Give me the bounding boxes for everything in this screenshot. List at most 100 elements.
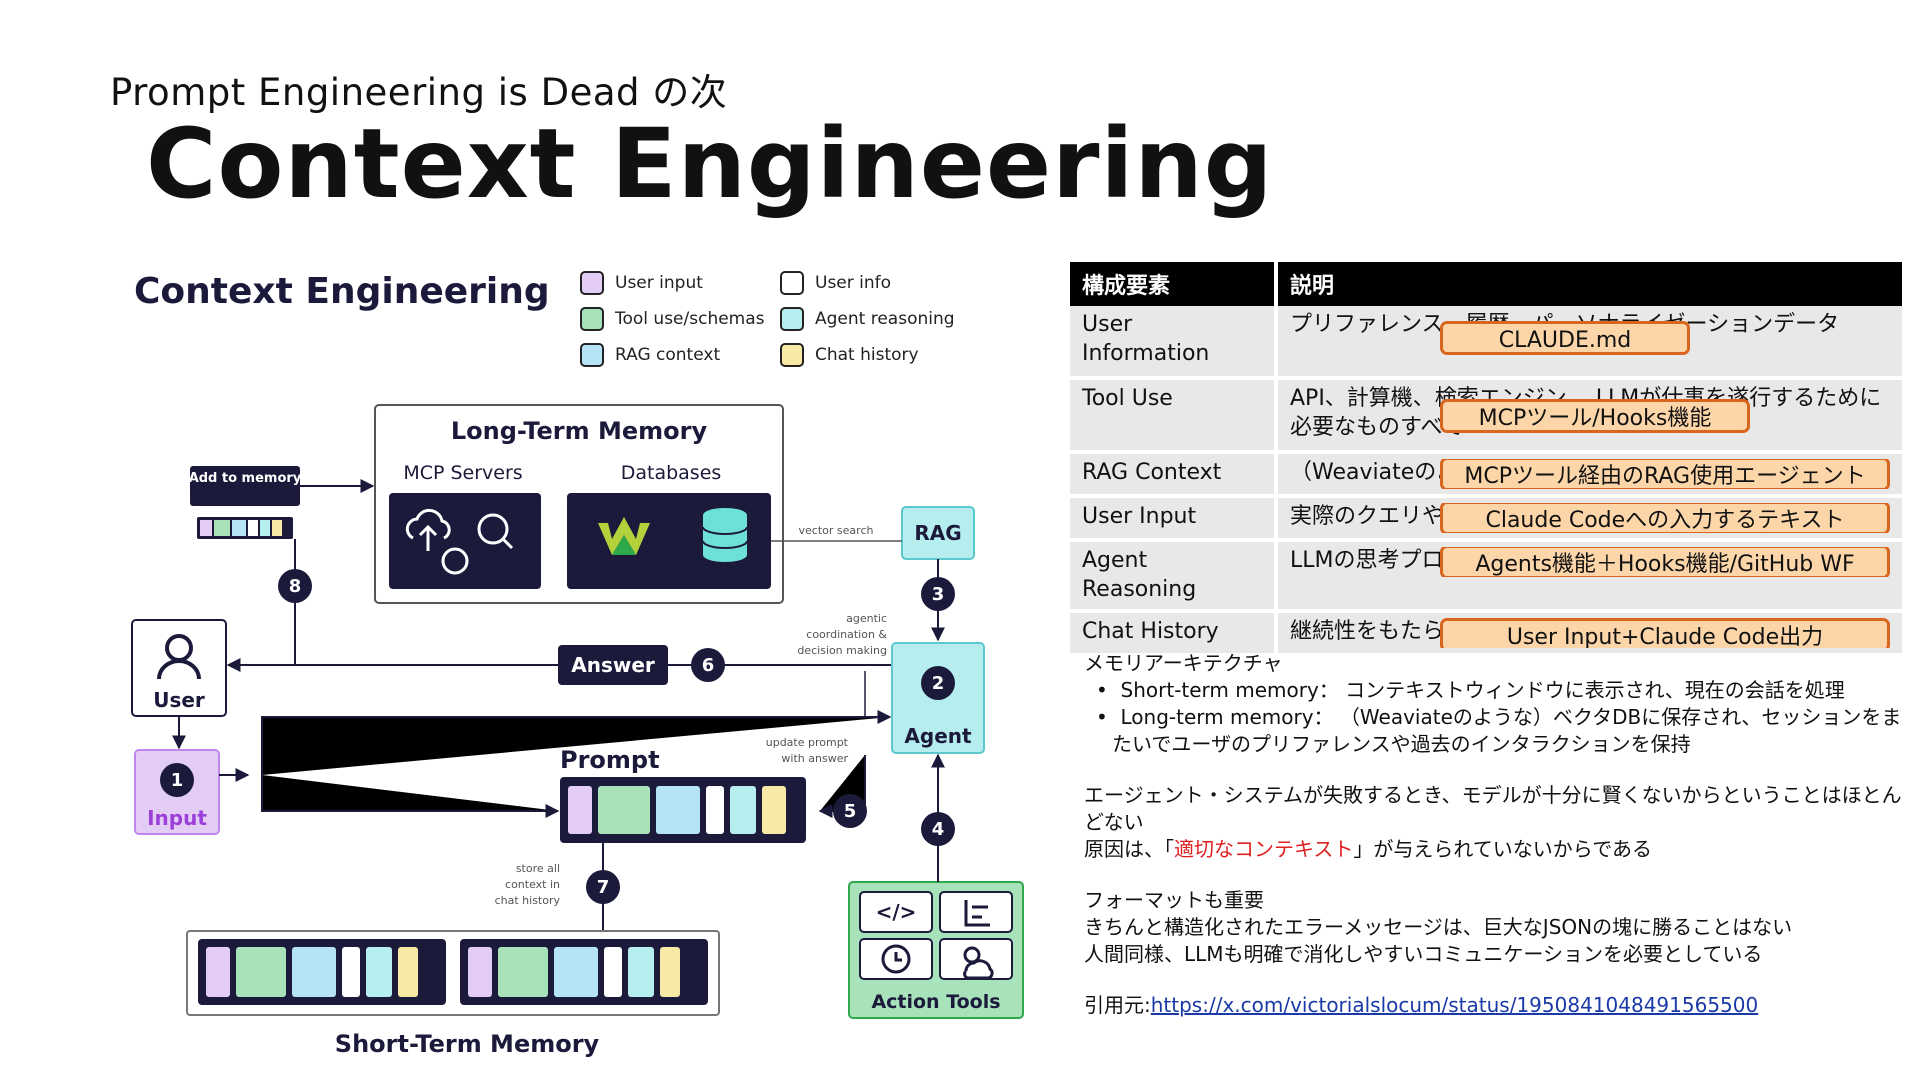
refresh-chat-icon bbox=[441, 547, 469, 575]
cause-text-after: 」が与えられていないからである bbox=[1353, 837, 1653, 861]
table-row: Agent Reasoning LLMの思考プロセス Agents機能＋Hook… bbox=[1070, 540, 1906, 614]
legend-swatch bbox=[780, 343, 804, 367]
step-7: 7 bbox=[597, 877, 610, 898]
upload-arrow-icon bbox=[418, 524, 438, 551]
store-note-1: store all bbox=[516, 862, 560, 875]
agentic-note-3: decision making bbox=[797, 644, 887, 657]
source-line: 引用元:https://x.com/victorialslocum/status… bbox=[1084, 992, 1914, 1019]
step-7-circle bbox=[586, 870, 620, 904]
mcp-icons bbox=[405, 508, 514, 575]
legend-label: Tool use/schemas bbox=[615, 309, 765, 329]
row-description-cell: LLMの思考プロセス Agents機能＋Hooks機能/GitHub WF bbox=[1276, 540, 1906, 614]
para-cause: 原因は、「適切なコンテキスト」が与えられていないからである bbox=[1084, 836, 1914, 863]
answer-box bbox=[558, 645, 668, 685]
step-2-circle bbox=[921, 666, 955, 700]
store-note-3: chat history bbox=[495, 894, 561, 907]
memory-heading: メモリアーキテクチャ bbox=[1084, 651, 1283, 675]
vector-search-label: vector search bbox=[799, 524, 874, 537]
row-description-cell: 実際のクエリやタスク Claude Codeへの入力するテキスト bbox=[1276, 496, 1906, 542]
format-line-2: 人間同様、LLMも明確で消化しやすいコミュニケーションを必要としている bbox=[1084, 942, 1763, 966]
step-3-circle bbox=[921, 577, 955, 611]
para-failure: エージェント・システムが失敗するとき、モデルが十分に賢くないからということはほと… bbox=[1084, 783, 1902, 834]
row-description-cell: プリファレンス、履歴、パーソナライゼーションデータ CLAUDE.md bbox=[1276, 306, 1906, 380]
cause-highlight: 適切なコンテキスト bbox=[1174, 837, 1354, 861]
rag-label: RAG bbox=[914, 521, 961, 545]
legend-user-info: User info bbox=[780, 271, 891, 295]
header-description: 説明 bbox=[1276, 262, 1906, 306]
answer-label: Answer bbox=[571, 653, 655, 677]
format-line-1: きちんと構造化されたエラーメッセージは、巨大なJSONの塊に勝ることはない bbox=[1084, 915, 1793, 939]
row-name: Tool Use bbox=[1070, 378, 1278, 454]
step-1-circle bbox=[160, 763, 194, 797]
row-tag: Agents機能＋Hooks機能/GitHub WF bbox=[1440, 547, 1890, 577]
database-icon bbox=[702, 508, 748, 562]
store-note-2: context in bbox=[505, 878, 560, 891]
context-engineering-diagram: Context Engineering User input Tool use/… bbox=[120, 255, 1040, 1075]
row-name: User Input bbox=[1070, 496, 1278, 542]
search-code-icon bbox=[477, 513, 509, 545]
table-row: User Input 実際のクエリやタスク Claude Codeへの入力するテ… bbox=[1070, 496, 1906, 542]
legend-tool-use: Tool use/schemas bbox=[580, 307, 765, 331]
step-6-circle bbox=[691, 648, 725, 682]
diagram-canvas: Long-Term Memory MCP Servers Databases A… bbox=[131, 404, 1024, 1058]
slide-title: Context Engineering bbox=[146, 108, 1274, 220]
legend-label: RAG context bbox=[615, 345, 721, 365]
bullet-text: Long-term memory： （Weaviateのような）ベクタDBに保存… bbox=[1112, 705, 1902, 756]
row-tag: MCPツール/Hooks機能 bbox=[1440, 399, 1750, 433]
add-to-memory-box bbox=[190, 466, 300, 506]
mcp-servers-box bbox=[389, 493, 541, 589]
slide-subtitle: Prompt Engineering is Dead の次 bbox=[110, 71, 728, 114]
row-tag: CLAUDE.md bbox=[1440, 321, 1690, 355]
source-link[interactable]: https://x.com/victorialslocum/status/195… bbox=[1150, 993, 1759, 1017]
step-markers: 1 2 3 4 5 6 7 8 bbox=[160, 569, 955, 904]
step-2: 2 bbox=[932, 673, 945, 694]
add-to-memory-label: Add to memory bbox=[189, 471, 302, 486]
action-tools-label: Action Tools bbox=[871, 991, 1000, 1013]
legend-swatch bbox=[580, 271, 604, 295]
row-description-cell: 継続性をもたらす会話履歴 User Input+Claude Code出力 bbox=[1276, 611, 1906, 658]
bullet-long-term: • Long-term memory： （Weaviateのような）ベクタDBに… bbox=[1096, 705, 1902, 756]
row-tag: MCPツール経由のRAG使用エージェント bbox=[1440, 459, 1890, 489]
step-3: 3 bbox=[932, 584, 945, 605]
table-header-row: 構成要素 説明 bbox=[1070, 262, 1906, 306]
step-8: 8 bbox=[289, 576, 302, 597]
row-description: API、計算機、検索エンジン… LLMが仕事を遂行するために必要なものすべて bbox=[1290, 386, 1882, 440]
legend-rag-context: RAG context bbox=[580, 343, 720, 367]
input-label: Input bbox=[147, 806, 207, 830]
prompt-label: Prompt bbox=[560, 746, 660, 774]
search-handle-icon bbox=[501, 537, 514, 550]
long-term-memory-label: Long-Term Memory bbox=[451, 417, 708, 445]
agent-label: Agent bbox=[904, 724, 972, 748]
bullet-short-term: • Short-term memory： コンテキストウィンドウに表示され、現在… bbox=[1096, 678, 1845, 702]
mcp-servers-label: MCP Servers bbox=[403, 462, 522, 484]
component-table: 構成要素 説明 User Information プリファレンス、履歴、パーソナ… bbox=[1070, 262, 1906, 658]
header-component: 構成要素 bbox=[1070, 262, 1278, 306]
table-row: User Information プリファレンス、履歴、パーソナライゼーションデ… bbox=[1070, 306, 1906, 380]
row-tag: User Input+Claude Code出力 bbox=[1440, 618, 1890, 649]
notes-section: メモリアーキテクチャ • Short-term memory： コンテキストウィ… bbox=[1084, 650, 1914, 1019]
legend-user-input: User input bbox=[580, 271, 703, 295]
row-name: RAG Context bbox=[1070, 452, 1278, 498]
step-5-circle bbox=[833, 794, 867, 828]
table-row: Tool Use API、計算機、検索エンジン… LLMが仕事を遂行するために必… bbox=[1070, 378, 1906, 454]
legend-swatch bbox=[780, 271, 804, 295]
legend-label: Chat history bbox=[815, 345, 919, 365]
diagram-title: Context Engineering bbox=[134, 271, 550, 312]
cause-text-before: 原因は、「 bbox=[1084, 837, 1174, 861]
bullet-text: Short-term memory： コンテキストウィンドウに表示され、現在の会… bbox=[1120, 678, 1845, 702]
agentic-note-2: coordination & bbox=[806, 628, 887, 641]
legend-chat-history: Chat history bbox=[780, 343, 919, 367]
step-1: 1 bbox=[171, 770, 184, 791]
step-5: 5 bbox=[844, 801, 857, 822]
table-row: Chat History 継続性をもたらす会話履歴 User Input+Cla… bbox=[1070, 611, 1906, 658]
legend-swatch bbox=[580, 343, 604, 367]
user-label: User bbox=[153, 688, 205, 712]
step-4-circle bbox=[921, 812, 955, 846]
svg-text:</>: </> bbox=[876, 900, 917, 924]
row-name: User Information bbox=[1070, 306, 1278, 380]
update-note-2: with answer bbox=[781, 752, 848, 765]
row-name: Agent Reasoning bbox=[1070, 540, 1278, 614]
legend-label: User input bbox=[615, 273, 703, 293]
step-8-circle bbox=[278, 569, 312, 603]
cloud-upload-icon bbox=[405, 508, 451, 540]
